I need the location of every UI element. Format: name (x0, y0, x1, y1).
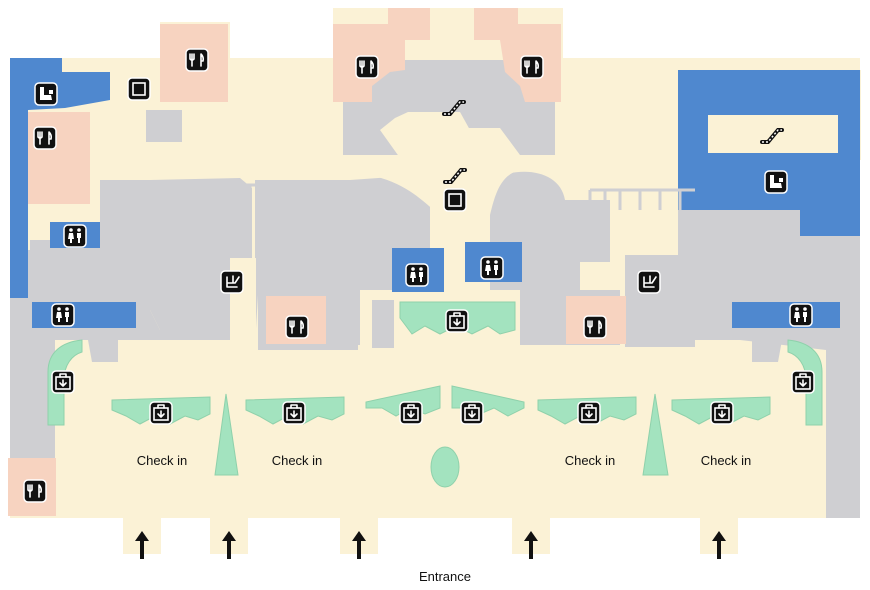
restroom-icon (51, 303, 75, 327)
gray-zones (10, 60, 860, 518)
fork-knife-icon (285, 315, 309, 339)
pillar (214, 393, 239, 476)
gate-wall-left (153, 183, 325, 215)
fork-knife-icon (355, 55, 379, 79)
check-in-label: Check in (272, 453, 323, 468)
baggage-drop-icon (399, 401, 423, 425)
fork-knife-icon (23, 479, 47, 503)
restroom-icon (789, 303, 813, 327)
fork-knife-icon (185, 48, 209, 72)
baggage-drop-icon (577, 401, 601, 425)
check-in-label: Check in (565, 453, 616, 468)
gate-wall-right (588, 188, 695, 250)
baggage-drop-icon (282, 401, 306, 425)
baggage-drop-icon (710, 401, 734, 425)
gray-wedges (88, 340, 782, 362)
check-in-label: Check in (137, 453, 188, 468)
restroom-icon (480, 256, 504, 280)
lounge-seat-icon (34, 82, 58, 106)
lounge-seat-icon (764, 170, 788, 194)
entrance-label: Entrance (419, 569, 471, 584)
baggage-drop-icon (149, 401, 173, 425)
check-in-desks (47, 301, 823, 488)
elevator-icon (127, 77, 151, 101)
pillar (642, 393, 669, 476)
wheelchair-icon (637, 270, 661, 294)
restroom-icon (63, 224, 87, 248)
check-in-label: Check in (701, 453, 752, 468)
baggage-drop-icon (445, 309, 469, 333)
fork-knife-icon (33, 126, 57, 150)
restroom-icon (405, 263, 429, 287)
fork-knife-icon (583, 315, 607, 339)
fork-knife-icon (520, 55, 544, 79)
baggage-drop-icon (791, 370, 815, 394)
baggage-drop-icon (460, 401, 484, 425)
baggage-drop-icon (51, 370, 75, 394)
fountain (430, 446, 460, 488)
check-in-labels: Check in Check in Check in Check in (137, 453, 752, 468)
elevator-icon (443, 188, 467, 212)
wheelchair-icon (220, 270, 244, 294)
